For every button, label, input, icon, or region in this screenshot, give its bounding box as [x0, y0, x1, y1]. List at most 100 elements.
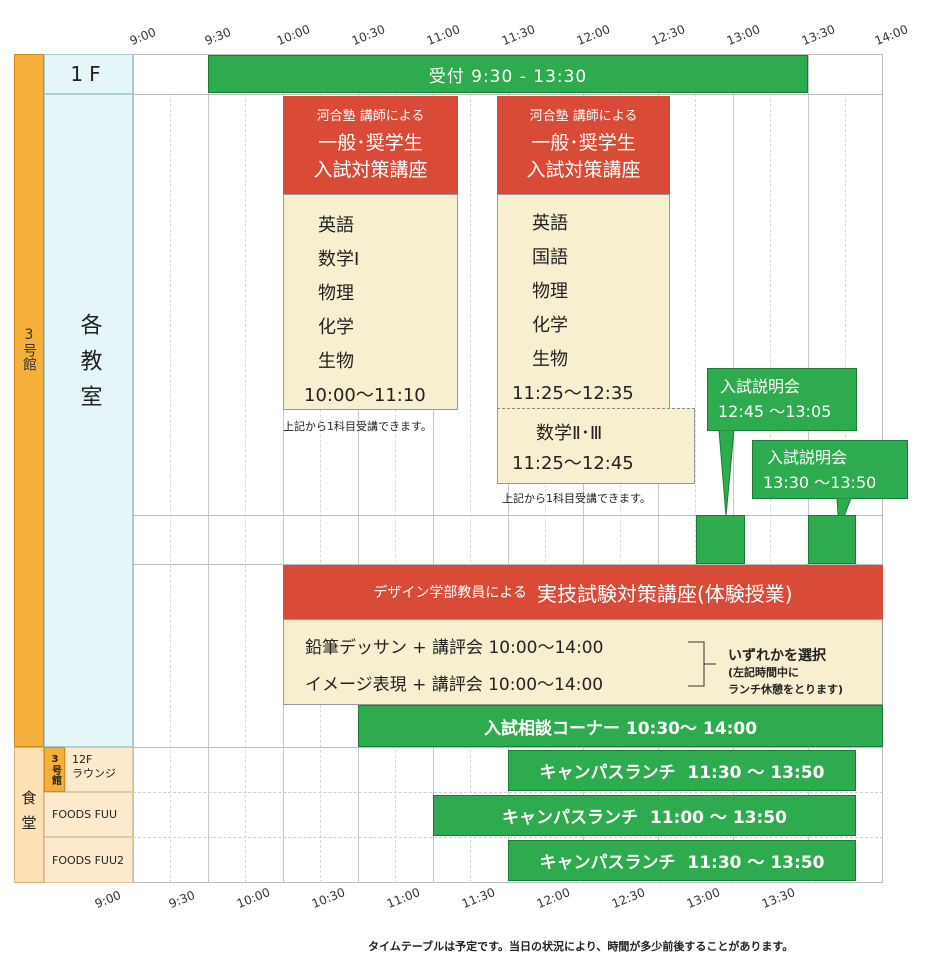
course-b-subject-3: 物理	[532, 281, 568, 302]
course-b-body: 英語 国語 物理 化学 生物 11:25〜12:35	[497, 194, 670, 409]
top-tick-1030: 10:30	[349, 22, 388, 48]
design-header-big: 実技試験対策講座(体験授業)	[536, 581, 793, 606]
bottom-tick-0900: 9:00	[92, 887, 123, 911]
course-b-extra-time: 11:25〜12:45	[512, 453, 634, 474]
top-tick-1300: 13:00	[724, 22, 763, 48]
foods-fuu2-label-cell: FOODS FUU2	[44, 837, 133, 883]
top-tick-1230: 12:30	[649, 22, 688, 48]
row-line-6	[133, 837, 883, 838]
top-tick-0930: 9:30	[202, 24, 233, 48]
building-3-label: 3号館	[21, 327, 37, 371]
row-line-2	[133, 515, 883, 516]
design-choose-note-1: (左記時間中に	[728, 666, 800, 679]
top-tick-1200: 12:00	[574, 22, 613, 48]
course-a-header-3: 入試対策講座	[313, 159, 428, 181]
classroom-label-cell: 各教室	[44, 94, 133, 747]
row-line-4	[133, 747, 883, 748]
grid-minor-1045	[395, 94, 396, 883]
design-header-small: デザイン学部教員による	[373, 585, 527, 601]
course-a-header-1: 河合塾 講師による	[316, 109, 425, 124]
course-b-subject-1: 英語	[532, 213, 568, 234]
cafeteria-label-column: 食堂	[14, 747, 44, 883]
bottom-tick-1230: 12:30	[609, 885, 648, 911]
briefing-1-pointer	[718, 430, 735, 517]
course-a-header: 河合塾 講師による 一般･奨学生 入試対策講座	[283, 96, 458, 194]
course-b-time: 11:25〜12:35	[512, 383, 634, 404]
design-choice-bracket	[688, 641, 716, 687]
course-a-subject-2: 数学Ⅰ	[318, 249, 360, 270]
course-b-header-1: 河合塾 講師による	[529, 109, 638, 124]
design-header: デザイン学部教員による 実技試験対策講座(体験授業)	[283, 565, 883, 619]
top-tick-0900: 9:00	[127, 24, 158, 48]
lounge-label-name: ラウンジ	[72, 767, 116, 780]
bottom-tick-0930: 9:30	[166, 887, 197, 911]
grid-minor-0915	[170, 94, 171, 883]
grid-major-1000	[283, 54, 284, 883]
lunch-lounge-bar: キャンパスランチ 11:30 〜 13:50	[508, 750, 856, 791]
briefing-1-block	[696, 515, 745, 564]
briefing-2-callout: 入試説明会 13:30 〜13:50	[752, 440, 908, 499]
lunch-foods1-bar: キャンパスランチ 11:00 〜 13:50	[433, 795, 856, 836]
top-tick-1130: 11:30	[499, 22, 538, 48]
bottom-tick-1100: 11:00	[384, 885, 423, 911]
course-a-subject-3: 物理	[318, 283, 354, 304]
lounge-building-cell: 3号館	[44, 747, 65, 792]
top-tick-1000: 10:00	[274, 22, 313, 48]
course-b-subject-5: 生物	[532, 349, 568, 370]
lunch-foods2-bar: キャンパスランチ 11:30 〜 13:50	[508, 840, 856, 881]
briefing-2-title: 入試説明会	[767, 448, 848, 467]
course-a-subject-4: 化学	[318, 317, 354, 338]
bottom-tick-1330: 13:30	[759, 885, 798, 911]
briefing-1-callout: 入試説明会 12:45 〜13:05	[707, 368, 857, 431]
bottom-tick-1030: 10:30	[309, 885, 348, 911]
row-line-5	[133, 792, 883, 793]
foods-fuu2-label: FOODS FUU2	[52, 853, 125, 867]
grid-minor-1015	[320, 94, 321, 883]
lounge-label-floor: 12F	[72, 753, 93, 766]
cafeteria-label: 食堂	[19, 790, 38, 840]
course-a-time: 10:00〜11:10	[304, 385, 426, 406]
grid-minor-1245	[695, 94, 696, 883]
course-b-extra-subject: 数学Ⅱ･Ⅲ	[536, 423, 603, 444]
course-b-subject-4: 化学	[532, 315, 568, 336]
top-tick-1400: 14:00	[872, 22, 911, 48]
lounge-building-label: 3号館	[49, 754, 61, 785]
lunch-foods2-label: キャンパスランチ 11:30 〜 13:50	[539, 853, 825, 873]
design-choose-label: いずれかを選択	[728, 648, 826, 664]
bottom-tick-1130: 11:30	[459, 885, 498, 911]
foods-fuu-label-cell: FOODS FUU	[44, 792, 133, 837]
reception-bar: 受付 9:30 - 13:30	[208, 55, 808, 93]
course-b-header-3: 入試対策講座	[526, 159, 641, 181]
classroom-label: 各教室	[76, 313, 102, 421]
floor-1-label: 1F	[70, 62, 107, 86]
grid-major-1030	[358, 54, 359, 883]
briefing-2-time: 13:30 〜13:50	[763, 473, 877, 492]
course-b-subject-2: 国語	[532, 247, 568, 268]
grid-major-0930	[208, 54, 209, 883]
course-a-header-2: 一般･奨学生	[318, 132, 423, 154]
consult-bar: 入試相談コーナー 10:30〜 14:00	[358, 705, 883, 747]
course-a-subject-5: 生物	[318, 351, 354, 372]
floor-1-label-cell: 1F	[44, 54, 133, 94]
design-body	[283, 619, 883, 705]
reception-label: 受付 9:30 - 13:30	[428, 66, 588, 87]
top-tick-1330: 13:30	[799, 22, 838, 48]
grid-minor-1215	[620, 94, 621, 883]
row-line-1	[133, 94, 883, 95]
bottom-tick-1200: 12:00	[534, 885, 573, 911]
grid-major-1300	[733, 54, 734, 883]
design-line-1: 鉛筆デッサン + 講評会 10:00〜14:00	[305, 638, 604, 658]
course-a-body: 英語 数学Ⅰ 物理 化学 生物 10:00〜11:10	[283, 194, 458, 410]
building-3-label-column: 3号館	[14, 54, 44, 747]
bottom-tick-1000: 10:00	[234, 885, 273, 911]
lunch-lounge-label: キャンパスランチ 11:30 〜 13:50	[539, 763, 825, 783]
course-b-header-2: 一般･奨学生	[531, 132, 636, 154]
top-tick-1100: 11:00	[424, 22, 463, 48]
course-a-subject-1: 英語	[318, 215, 354, 236]
bottom-tick-1300: 13:00	[684, 885, 723, 911]
consult-label: 入試相談コーナー 10:30〜 14:00	[483, 718, 758, 739]
grid-major-1100	[433, 54, 434, 883]
row-line-3	[133, 564, 883, 565]
foods-fuu-label: FOODS FUU	[52, 808, 118, 821]
lounge-label-cell: 12F ラウンジ	[65, 747, 133, 792]
